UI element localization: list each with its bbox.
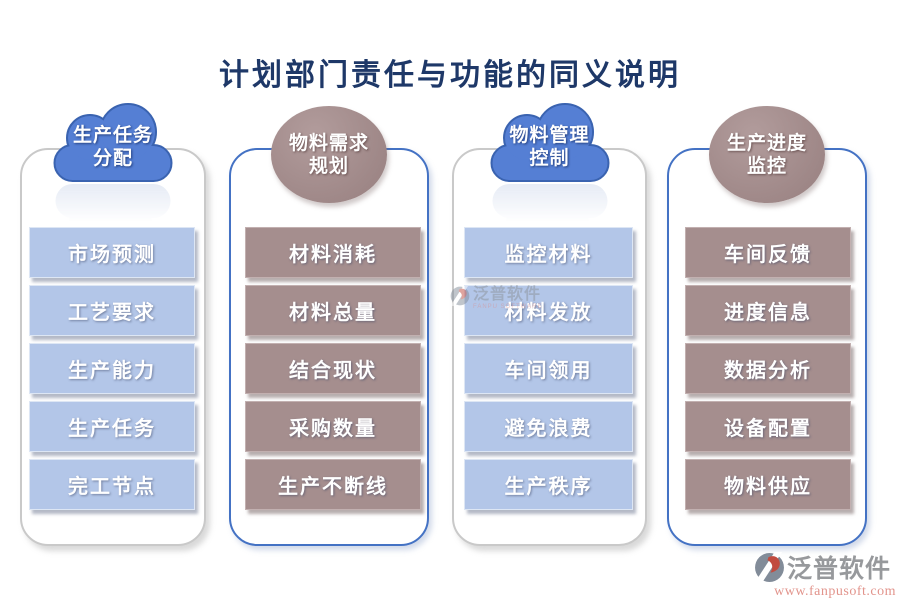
fanpu-logo-icon xyxy=(754,551,784,583)
diagram-node: 监控材料 xyxy=(464,227,633,278)
diagram-node: 进度信息 xyxy=(685,285,851,336)
column-material-requirement-planning: 材料消耗 材料总量 结合现状 采购数量 生产不断线 物料需求 规划 xyxy=(229,106,429,546)
node-label: 数据分析 xyxy=(724,360,812,382)
node-label: 工艺要求 xyxy=(68,302,156,324)
column-header-label: 物料管理 控制 xyxy=(490,101,610,183)
cloud-icon xyxy=(53,103,173,182)
node-label: 市场预测 xyxy=(68,244,156,266)
circle-icon xyxy=(709,106,825,203)
watermark-brand: 泛普软件 xyxy=(473,286,542,303)
diagram-node: 材料发放 xyxy=(464,285,633,336)
diagram-node: 数据分析 xyxy=(685,343,851,394)
node-label: 设备配置 xyxy=(724,418,812,440)
node-label: 材料总量 xyxy=(289,302,377,324)
diagram-node: 生产任务 xyxy=(29,401,195,452)
diagram-node: 生产不断线 xyxy=(245,459,421,510)
diagram-node: 生产能力 xyxy=(29,343,195,394)
node-label: 结合现状 xyxy=(289,360,377,382)
column-material-management-control: 监控材料 材料发放 车间领用 避免浪费 生产秩序 xyxy=(452,103,647,546)
column-header-cloud: 物料管理 控制 xyxy=(490,101,610,259)
node-label: 避免浪费 xyxy=(504,418,593,440)
watermark-brand-en: FANPU SOFTWARE xyxy=(473,304,543,310)
diagram-node: 避免浪费 xyxy=(464,401,633,452)
node-label: 监控材料 xyxy=(504,244,593,266)
node-label: 采购数量 xyxy=(289,418,377,440)
node-label: 生产任务 xyxy=(68,418,156,440)
header-line: 监控 xyxy=(746,155,787,177)
diagram-node: 工艺要求 xyxy=(29,285,195,336)
header-line: 分配 xyxy=(92,148,133,169)
node-label: 生产秩序 xyxy=(504,476,593,498)
node-label: 物料供应 xyxy=(724,476,812,498)
cloud-reflection-icon xyxy=(492,184,607,259)
circle-icon xyxy=(271,106,387,203)
diagram-node: 市场预测 xyxy=(29,227,195,278)
diagram-node: 采购数量 xyxy=(245,401,421,452)
cloud-icon xyxy=(490,103,609,182)
header-line: 物料需求 xyxy=(288,132,369,154)
diagram-node: 完工节点 xyxy=(29,459,195,510)
diagram-node: 材料消耗 xyxy=(245,227,421,278)
node-label: 生产不断线 xyxy=(278,476,388,498)
header-line: 生产任务 xyxy=(72,125,153,146)
center-watermark: 泛普软件 FANPU SOFTWARE xyxy=(450,286,542,310)
node-label: 车间领用 xyxy=(504,360,593,382)
node-label: 生产能力 xyxy=(68,360,156,382)
footer-brand-name: 泛普软件 xyxy=(787,556,892,583)
column-header-bubble: 物料需求 规划 xyxy=(271,106,387,203)
diagram-node: 物料供应 xyxy=(685,459,851,510)
column-header-cloud: 生产任务 分配 xyxy=(53,101,173,259)
node-label: 完工节点 xyxy=(68,476,156,498)
diagram-node: 车间反馈 xyxy=(685,227,851,278)
node-label: 进度信息 xyxy=(724,302,812,324)
footer-url: www.fanpusoft.com xyxy=(774,584,896,599)
center-watermark-text: 泛普软件 FANPU SOFTWARE xyxy=(473,286,542,310)
header-line: 生产进度 xyxy=(726,132,807,154)
column-production-progress-monitoring: 车间反馈 进度信息 数据分析 设备配置 物料供应 生产进度 监控 xyxy=(667,106,867,546)
node-label: 车间反馈 xyxy=(724,244,812,266)
column-header-label: 生产进度 监控 xyxy=(709,106,825,203)
column-header-bubble: 生产进度 监控 xyxy=(709,106,825,203)
header-line: 控制 xyxy=(529,148,570,169)
column-production-task-assignment: 市场预测 工艺要求 生产能力 生产任务 完工节点 xyxy=(20,103,206,546)
diagram-node: 车间领用 xyxy=(464,343,633,394)
footer-logo-row: 泛普软件 xyxy=(754,549,896,585)
diagram-node: 设备配置 xyxy=(685,401,851,452)
column-header-label: 物料需求 规划 xyxy=(271,106,387,203)
node-label: 材料消耗 xyxy=(289,244,377,266)
diagram-node: 材料总量 xyxy=(245,285,421,336)
node-label: 材料发放 xyxy=(504,302,593,324)
header-line: 物料管理 xyxy=(509,125,590,146)
fanpu-logo-icon xyxy=(450,286,470,306)
header-line: 规划 xyxy=(308,155,349,177)
diagram-title: 计划部门责任与功能的同义说明 xyxy=(219,59,681,92)
diagram-node: 生产秩序 xyxy=(464,459,633,510)
diagram-node: 结合现状 xyxy=(245,343,421,394)
column-header-label: 生产任务 分配 xyxy=(53,101,173,183)
cloud-reflection-icon xyxy=(55,184,171,259)
footer-brand-block: 泛普软件 www.fanpusoft.com xyxy=(754,549,896,600)
